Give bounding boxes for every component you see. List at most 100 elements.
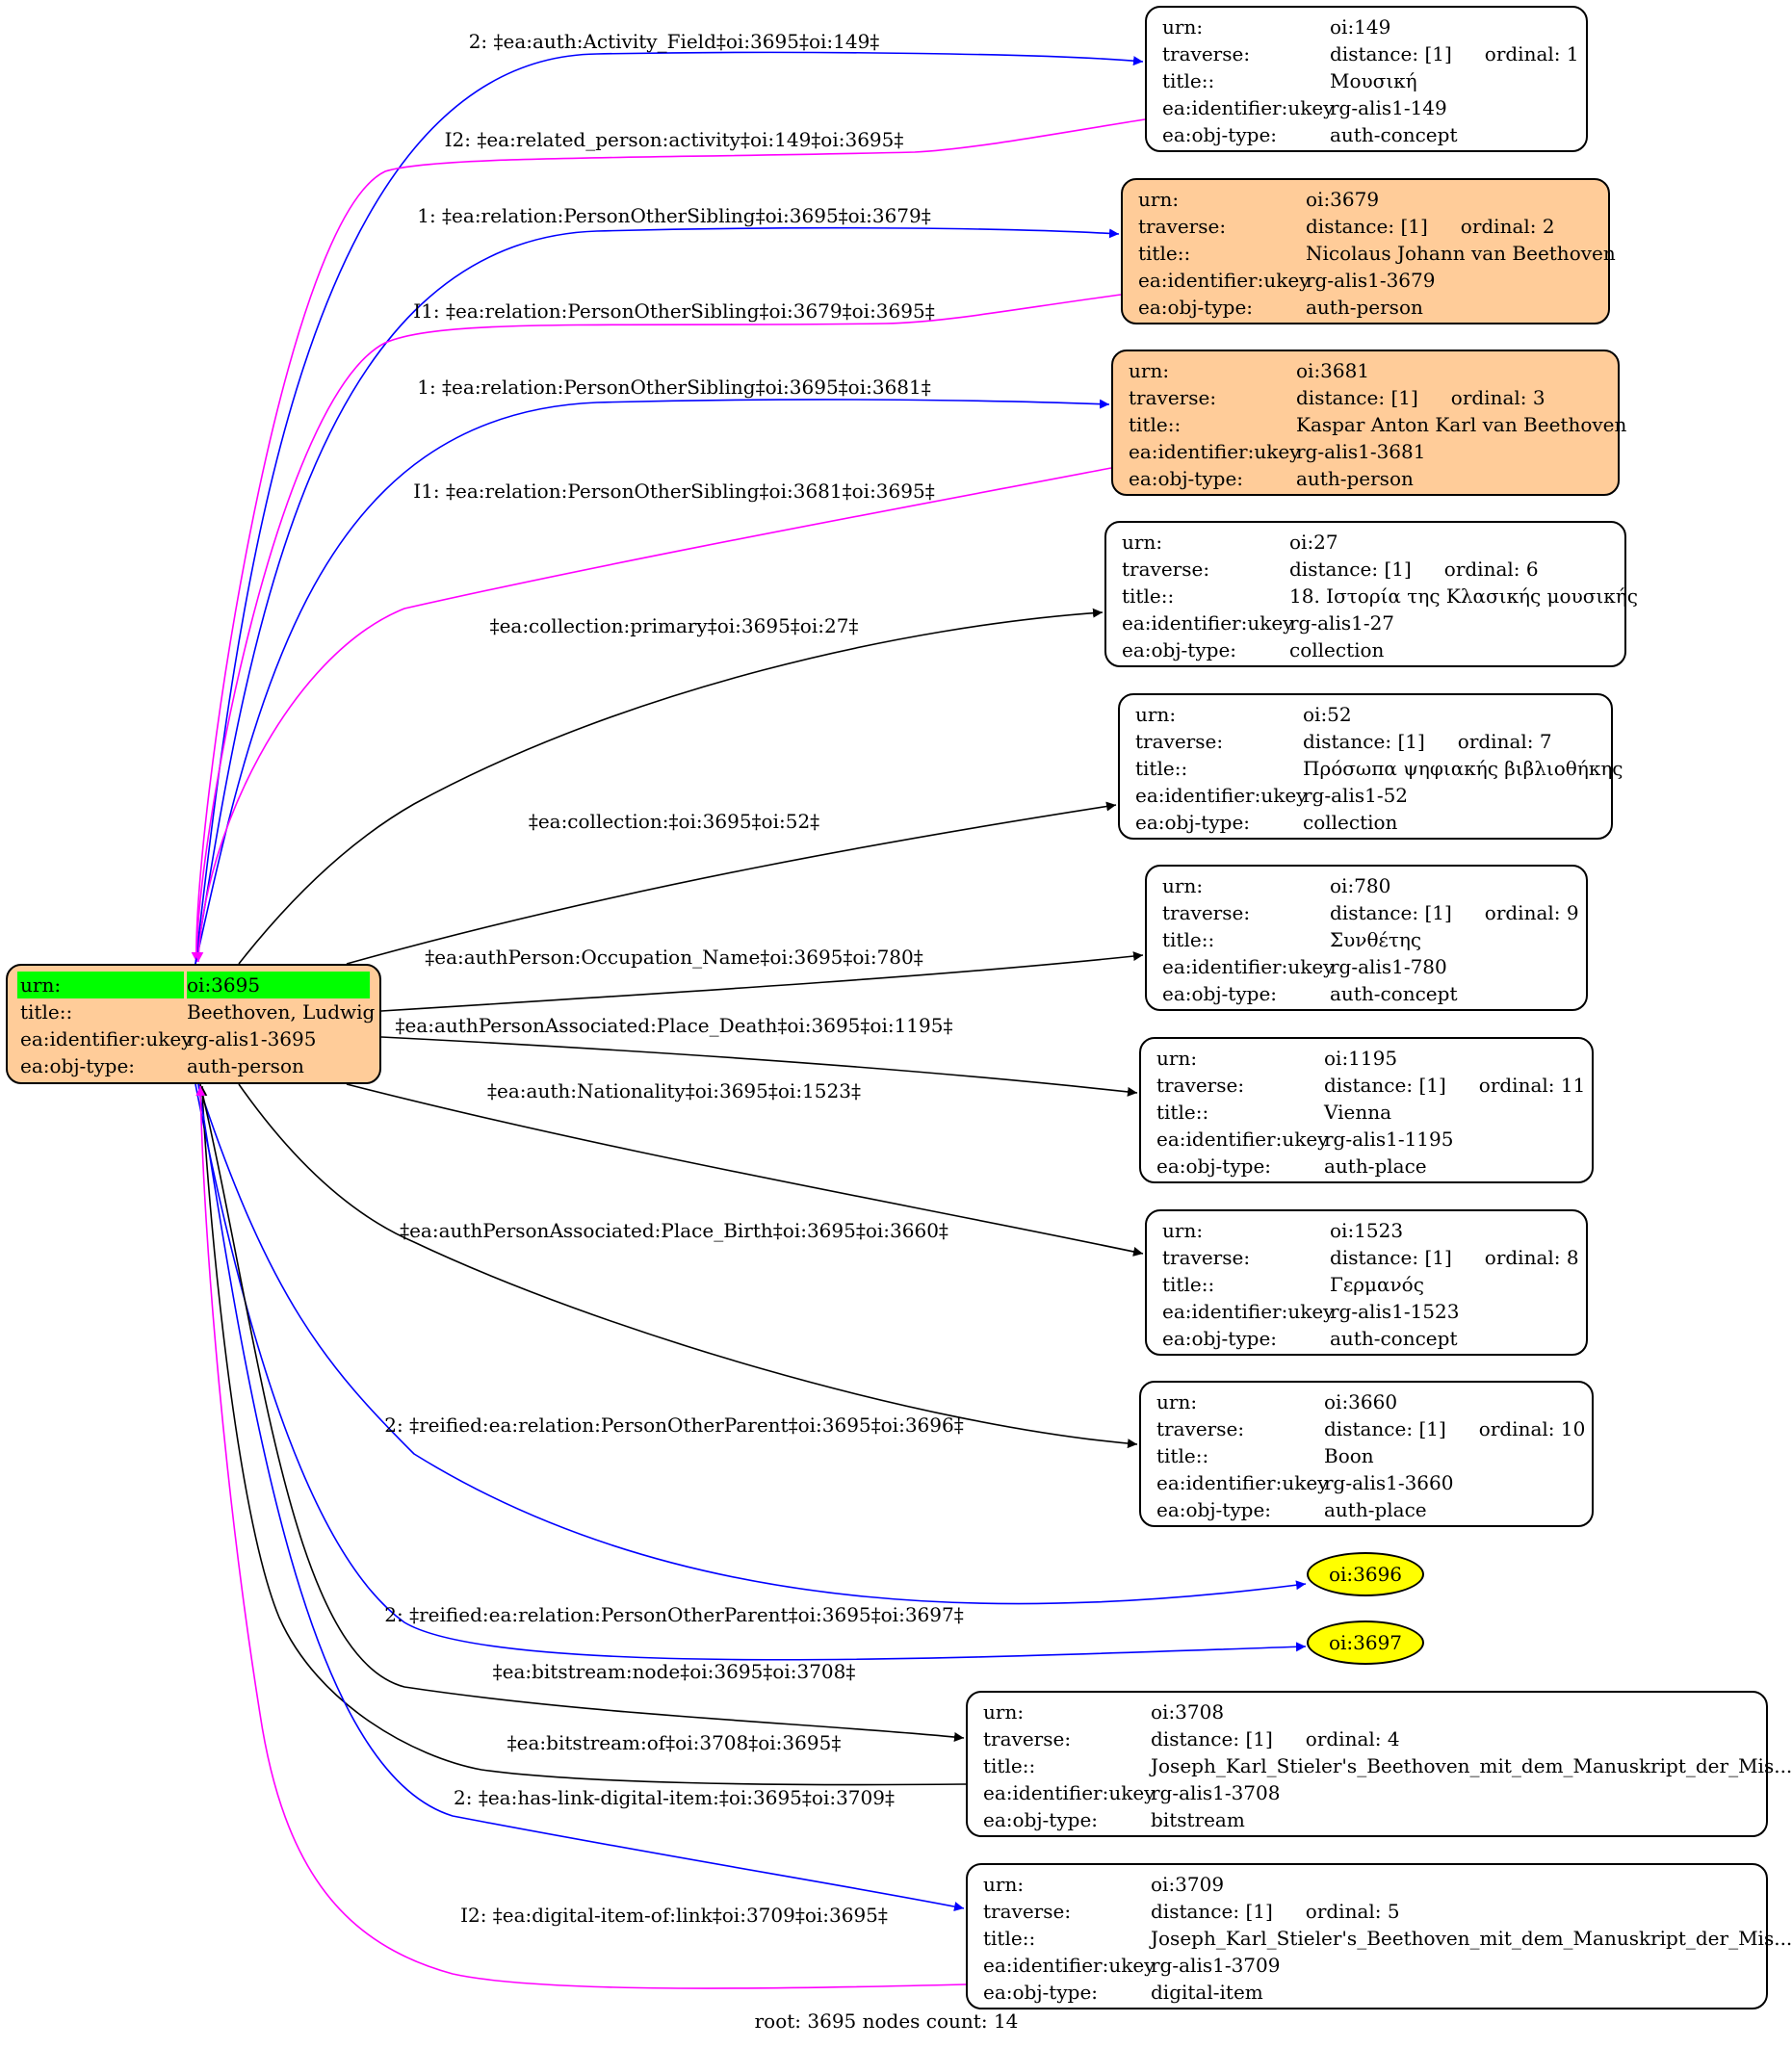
title-row: title::Μουσική xyxy=(1159,67,1573,94)
traverse-key: traverse: xyxy=(983,1727,1072,1750)
ukey-value: rg-alis1-1195 xyxy=(1324,1126,1579,1153)
urn-key: urn: xyxy=(1135,703,1177,726)
urn-key: urn: xyxy=(1162,1219,1204,1242)
type-value: bitstream xyxy=(1151,1806,1753,1833)
edge-14 xyxy=(199,1083,965,1742)
urn-text: oi:780 xyxy=(1330,874,1391,897)
ukey-key: ea:identifier:ukey xyxy=(983,1954,1156,1977)
title-key: title:: xyxy=(983,1927,1036,1950)
traverse-key: traverse: xyxy=(1162,1246,1251,1269)
ordinal-text: ordinal: 2 xyxy=(1460,215,1555,238)
edge-label-12: 2: ‡reified:ea:relation:PersonOtherParen… xyxy=(384,1413,963,1437)
distance-text: distance: [1] xyxy=(1306,215,1428,238)
edge-label-9: ‡ea:authPersonAssociated:Place_Death‡oi:… xyxy=(396,1014,953,1037)
type-value: auth-concept xyxy=(1330,1325,1573,1352)
urn-text: oi:3708 xyxy=(1151,1700,1225,1724)
urn-value: oi:3679 xyxy=(1306,186,1596,213)
type-key: ea:obj-type: xyxy=(1122,638,1237,661)
edge-label-0: 2: ‡ea:auth:Activity_Field‡oi:3695‡oi:14… xyxy=(469,30,880,53)
traverse-key: traverse: xyxy=(1156,1074,1245,1097)
ordinal-text: ordinal: 6 xyxy=(1443,557,1539,581)
ukey-key: ea:identifier:ukey xyxy=(1129,440,1301,463)
distance-text: distance: [1] xyxy=(1330,1246,1452,1269)
type-row: ea:obj-type:auth-place xyxy=(1154,1496,1579,1523)
type-row: ea:obj-type:collection xyxy=(1132,809,1598,836)
edge-label-7: ‡ea:collection:‡oi:3695‡oi:52‡ xyxy=(529,810,819,833)
distance-text: distance: [1] xyxy=(1303,730,1425,753)
distance-text: distance: [1] xyxy=(1151,1727,1273,1750)
type-row: ea:obj-type:auth-place xyxy=(1154,1153,1579,1180)
ukey-key: ea:identifier:ukey xyxy=(1162,1300,1335,1323)
root-urn-row: urn: oi:3695 xyxy=(17,972,370,998)
type-row: ea:obj-type: collection xyxy=(1119,636,1612,663)
urn-row: urn:oi:1523 xyxy=(1159,1217,1573,1244)
urn-row: urn:oi:3681 xyxy=(1126,357,1605,384)
type-value: auth-concept xyxy=(1330,980,1573,1007)
ellipse-node-3697[interactable]: oi:3697 xyxy=(1307,1620,1424,1665)
title-value: Γερμανός xyxy=(1330,1271,1573,1298)
traverse-value: distance: [1]ordinal: 3 xyxy=(1296,384,1605,411)
traverse-row: traverse: distance: [1]ordinal: 10 xyxy=(1154,1415,1585,1442)
title-text: Πρόσωπα ψηφιακής βιβλιοθήκης xyxy=(1303,757,1623,780)
graph-footer: root: 3695 nodes count: 14 xyxy=(754,2009,1019,2033)
urn-key: urn: xyxy=(1156,1390,1198,1413)
title-row: title::Πρόσωπα ψηφιακής βιβλιοθήκης xyxy=(1132,755,1623,782)
title-text: Vienna xyxy=(1324,1101,1392,1124)
edge-label-4: 1: ‡ea:relation:PersonOtherSibling‡oi:36… xyxy=(417,376,931,399)
edge-label-8: ‡ea:authPerson:Occupation_Name‡oi:3695‡o… xyxy=(425,946,923,969)
ukey-text: rg-alis1-3709 xyxy=(1151,1954,1281,1977)
ordinal-text: ordinal: 9 xyxy=(1484,901,1579,924)
type-text: auth-place xyxy=(1324,1154,1427,1178)
ukey-value: rg-alis1-780 xyxy=(1330,953,1573,980)
traverse-row: traverse: distance: [1]ordinal: 3 xyxy=(1126,384,1605,411)
type-text: auth-person xyxy=(1296,467,1414,490)
ukey-text: rg-alis1-3708 xyxy=(1151,1781,1281,1804)
urn-row: urn:oi:3709 xyxy=(980,1871,1753,1898)
urn-key: urn: xyxy=(983,1700,1025,1724)
type-row: ea:obj-type:bitstream xyxy=(980,1806,1753,1833)
title-text: Γερμανός xyxy=(1330,1273,1424,1296)
root-node[interactable]: urn: oi:3695 title:: Beethoven, Ludwig e… xyxy=(6,964,381,1084)
traverse-value: distance: [1]ordinal: 10 xyxy=(1324,1415,1585,1442)
ordinal-text: ordinal: 11 xyxy=(1478,1074,1586,1097)
edge-2 xyxy=(195,226,1120,965)
title-text: Nicolaus Johann van Beethoven xyxy=(1306,242,1616,265)
edge-label-13: 2: ‡reified:ea:relation:PersonOtherParen… xyxy=(384,1603,963,1626)
urn-key: urn: xyxy=(1162,874,1204,897)
distance-text: distance: [1] xyxy=(1289,557,1412,581)
edge-3 xyxy=(192,294,1122,963)
root-urn-key: urn: xyxy=(17,972,184,998)
ellipse-node-3696[interactable]: oi:3696 xyxy=(1307,1552,1424,1596)
urn-row: urn: oi:780 xyxy=(1159,872,1573,899)
edge-16 xyxy=(197,1083,965,1911)
type-text: collection xyxy=(1303,811,1398,834)
type-value: auth-place xyxy=(1324,1496,1579,1523)
traverse-key: traverse: xyxy=(1129,386,1217,409)
traverse-value: distance: [1]ordinal: 11 xyxy=(1324,1072,1585,1099)
type-value: collection xyxy=(1289,636,1612,663)
edge-label-5: I1: ‡ea:relation:PersonOtherSibling‡oi:3… xyxy=(413,480,934,503)
title-value: Μουσική xyxy=(1330,67,1573,94)
title-text: Συνθέτης xyxy=(1330,928,1422,951)
traverse-key: traverse: xyxy=(1156,1417,1245,1440)
title-row: title::Vienna xyxy=(1154,1099,1579,1126)
title-value: Πρόσωπα ψηφιακής βιβλιοθήκης xyxy=(1303,755,1623,782)
ordinal-text: ordinal: 8 xyxy=(1484,1246,1579,1269)
type-row: ea:obj-type:auth-person xyxy=(1135,294,1596,321)
traverse-row: traverse:distance: [1]ordinal: 4 xyxy=(980,1725,1753,1752)
